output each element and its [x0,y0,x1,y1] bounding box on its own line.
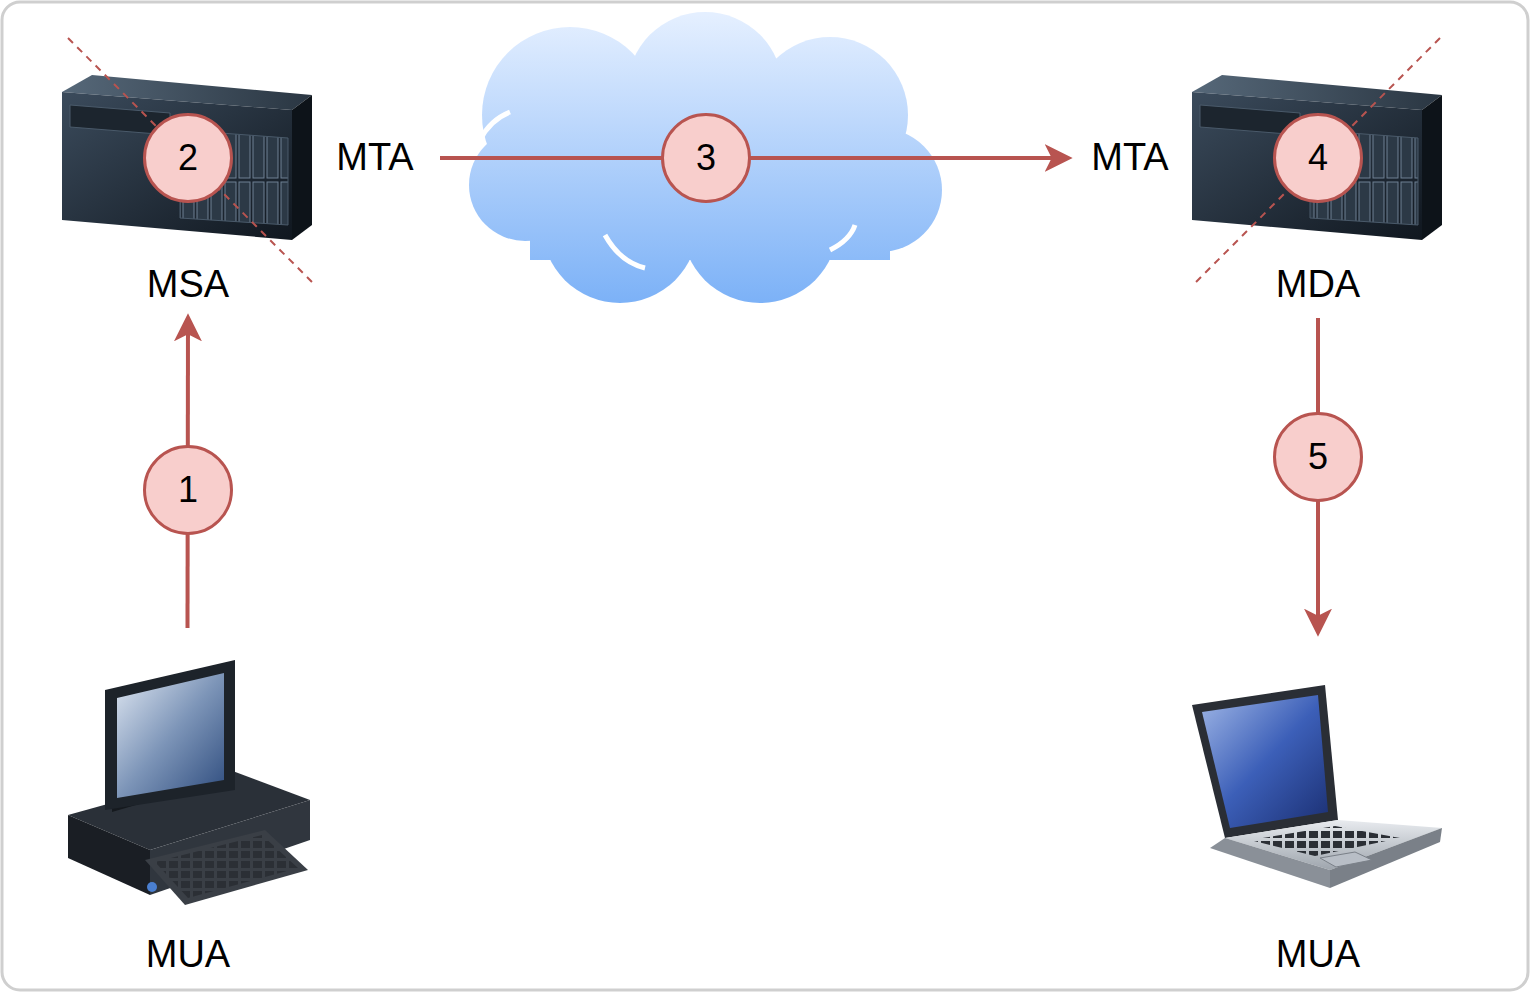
server-node: MTA MDA [1080,70,1450,310]
agent-name: MDA [1276,264,1360,306]
callout-circle: 1 [143,445,233,535]
callout-number: 2 [178,137,198,179]
client-node: MUA [60,628,315,980]
agent-name: MSA [147,264,229,306]
client-node: MUA [1190,636,1446,980]
agent-name: MTA [336,137,413,179]
callout-circle: 3 [661,113,751,203]
callout-number: 1 [178,469,198,511]
callout-number: 5 [1308,436,1328,478]
agent-name: MUA [1276,934,1360,976]
message-arrow [440,156,1068,160]
callout-circle: 2 [143,113,233,203]
callout-number: 4 [1308,137,1328,179]
agent-name: MUA [146,934,230,976]
callout-circle: 4 [1273,113,1363,203]
callout-number: 3 [696,137,716,179]
callout-circle: 5 [1273,412,1363,502]
agent-name: MTA [1091,137,1168,179]
server-node: MSA MTA [60,70,430,310]
